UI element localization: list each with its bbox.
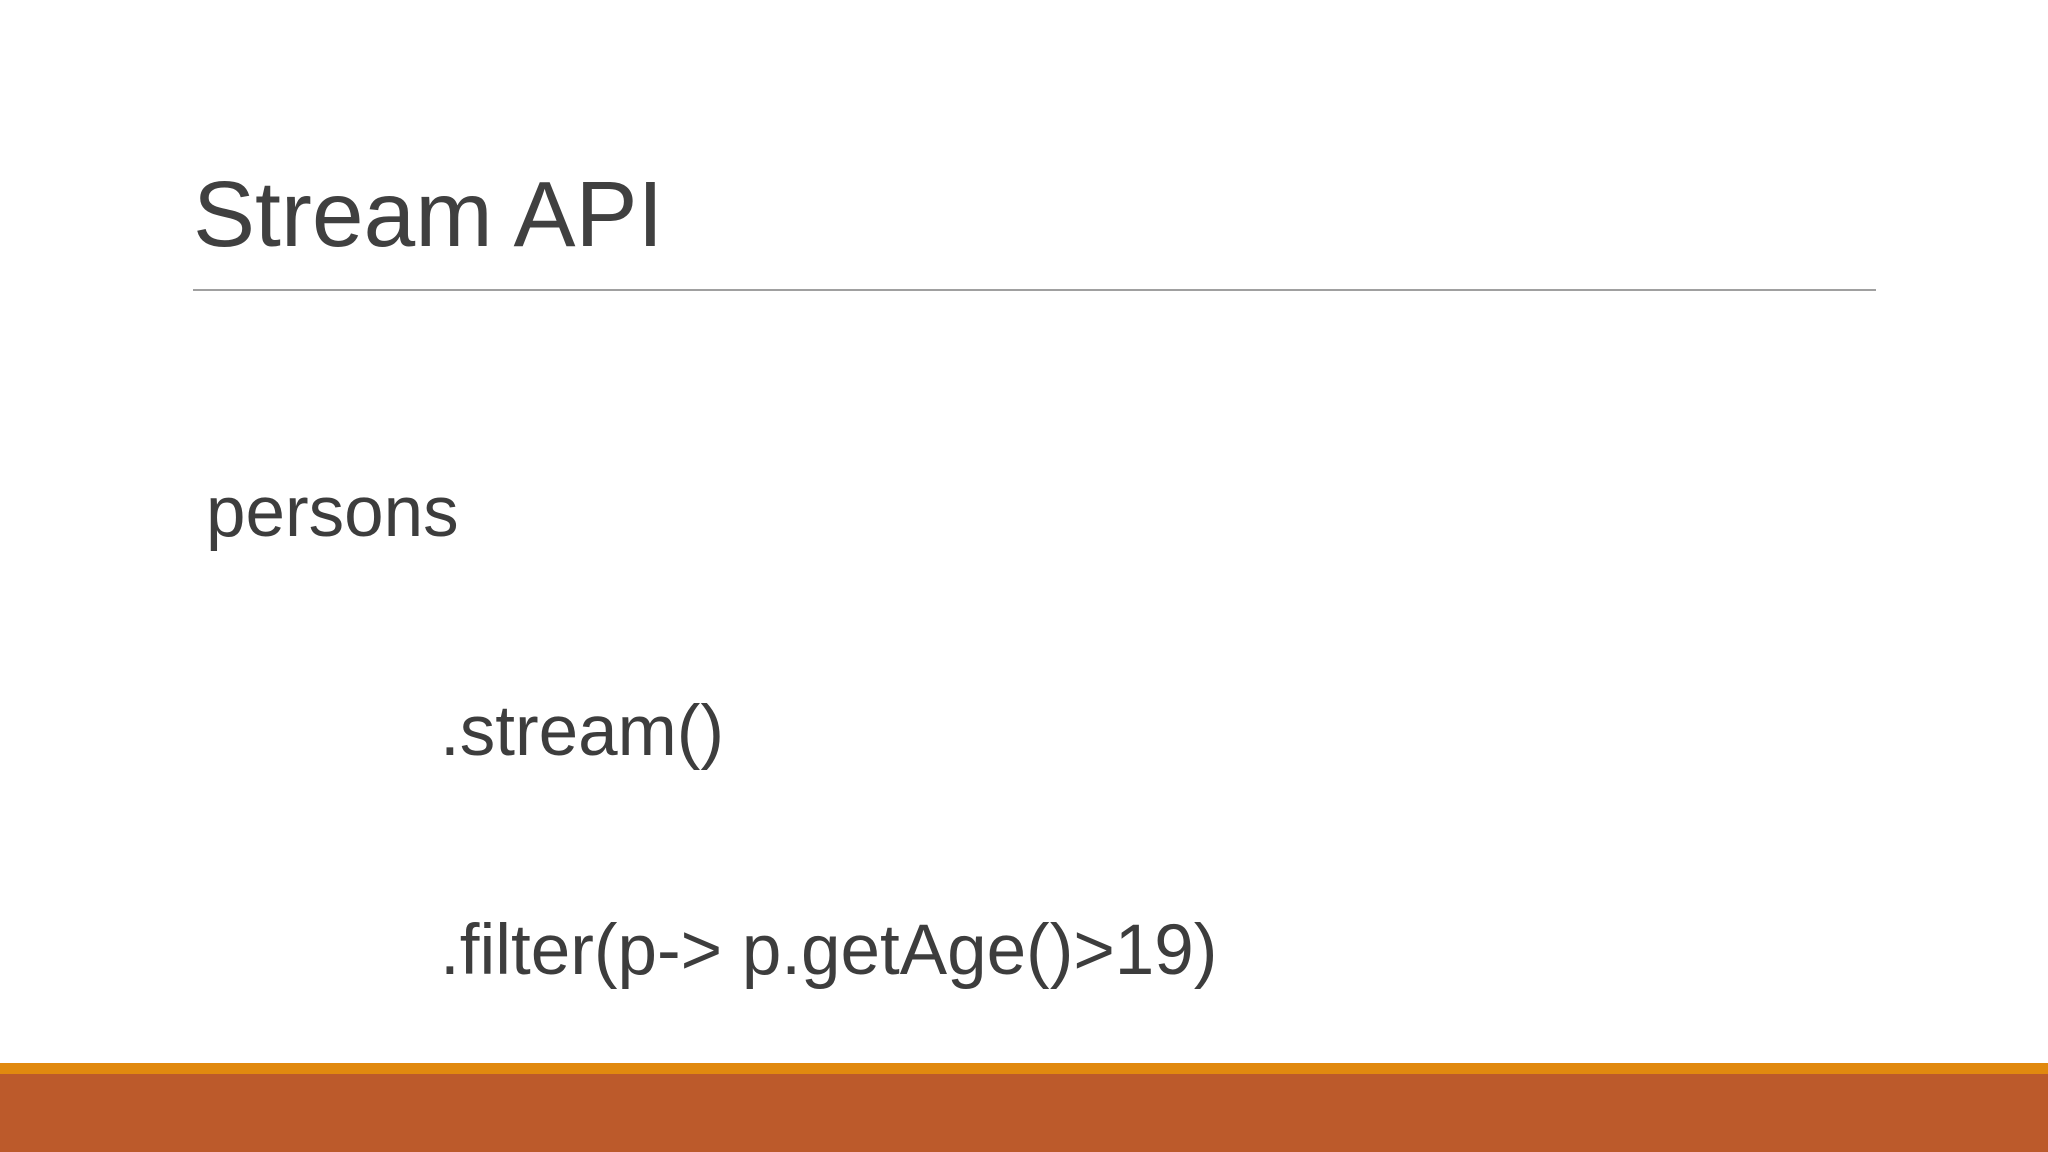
accent-stripe xyxy=(0,1063,2048,1074)
code-line: .stream() xyxy=(440,692,724,771)
code-line: .filter(p-> p.getAge()>19) xyxy=(440,911,1218,990)
code-block: persons .stream() .filter(p-> p.getAge()… xyxy=(206,330,1217,1152)
code-line: persons xyxy=(206,473,459,552)
accent-band xyxy=(0,1074,2048,1152)
title-divider xyxy=(193,289,1876,291)
slide-title: Stream API xyxy=(193,162,664,266)
